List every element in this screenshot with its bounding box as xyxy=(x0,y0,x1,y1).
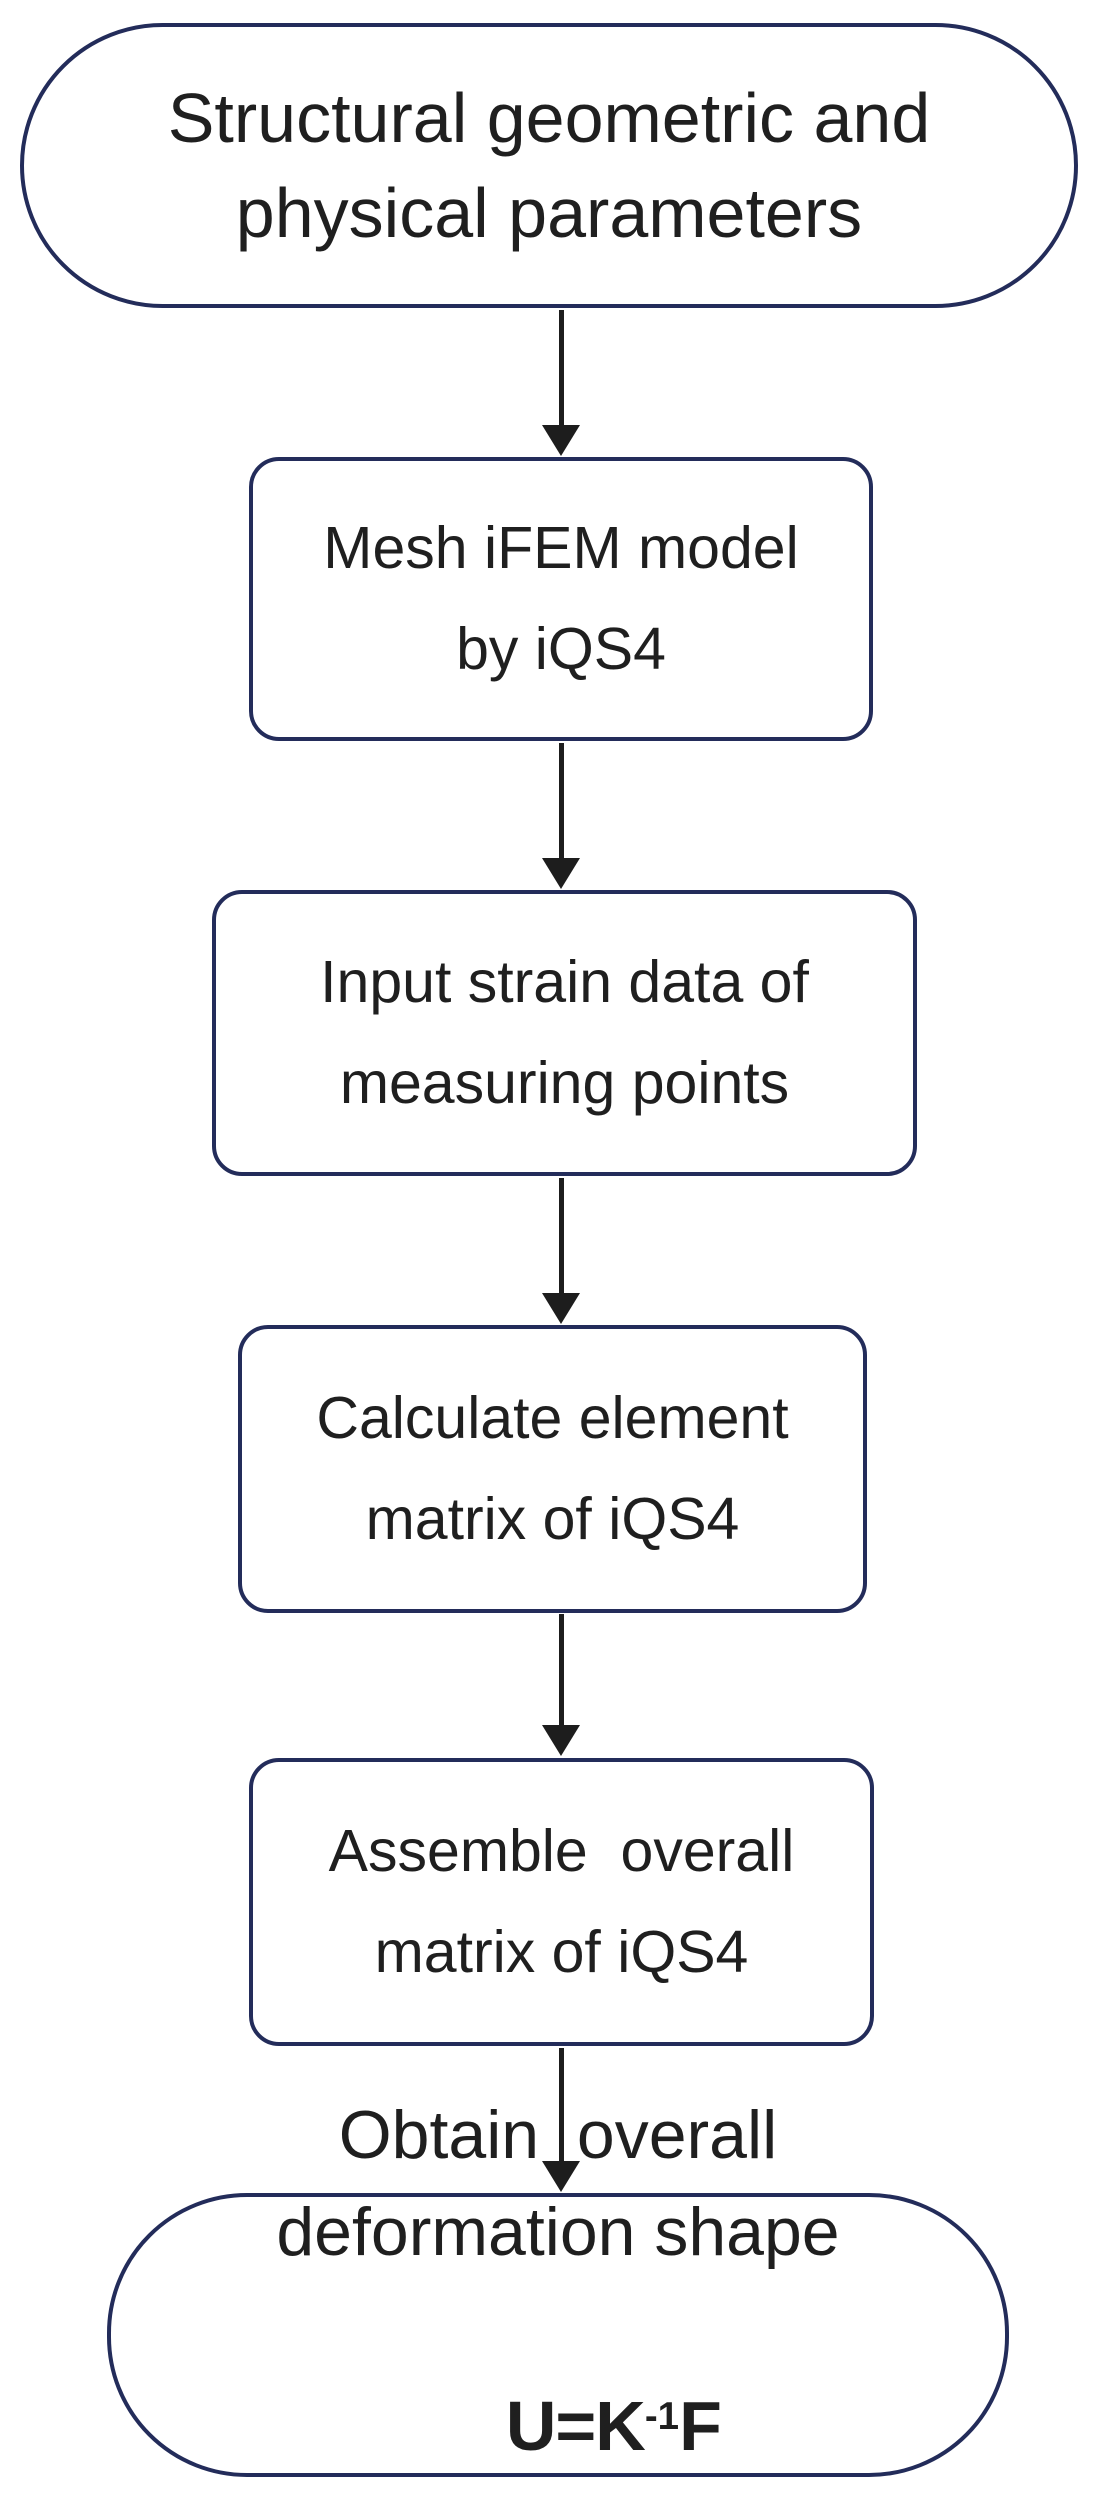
flowchart-node-mesh: Mesh iFEM model by iQS4 xyxy=(249,457,873,741)
arrow-down-icon xyxy=(542,1725,580,1756)
flowchart-node-end: Obtain overall deformation shape U=K-1F xyxy=(107,2097,1009,2477)
node-text-line: Structural geometric and xyxy=(167,78,931,157)
node-text-line: physical parameters xyxy=(235,173,863,252)
node-text-line: Mesh iFEM model xyxy=(323,515,799,581)
flowchart-node-calculate: Calculate element matrix of iQS4 xyxy=(238,1325,867,1613)
formula-suffix: F xyxy=(679,2387,722,2465)
node-text-line: Input strain data of xyxy=(320,949,809,1015)
deformation-formula: U=K-1F xyxy=(395,2281,722,2505)
arrow-stem xyxy=(558,1614,564,1725)
arrow-stem xyxy=(558,2048,564,2161)
node-text-line: matrix of iQS4 xyxy=(374,1919,749,1985)
flow-arrow-1 xyxy=(542,310,580,456)
node-text-line: matrix of iQS4 xyxy=(365,1486,740,1552)
flowchart-node-input: Input strain data of measuring points xyxy=(212,890,917,1176)
arrow-down-icon xyxy=(542,425,580,456)
arrow-stem xyxy=(558,1178,564,1293)
node-text-line: Calculate element xyxy=(316,1385,789,1451)
flow-arrow-4 xyxy=(542,1614,580,1756)
formula-superscript: -1 xyxy=(644,2394,680,2438)
arrow-down-icon xyxy=(542,2161,580,2192)
flowchart-node-assemble: Assemble overall matrix of iQS4 xyxy=(249,1758,874,2046)
node-text-line: Assemble overall xyxy=(328,1818,795,1884)
node-text-line: Obtain overall xyxy=(338,2097,778,2173)
node-text-line: by iQS4 xyxy=(456,616,666,682)
arrow-stem xyxy=(558,743,564,858)
flow-arrow-3 xyxy=(542,1178,580,1324)
arrow-stem xyxy=(558,310,564,425)
flow-arrow-2 xyxy=(542,743,580,889)
flowchart-node-start: Structural geometric and physical parame… xyxy=(20,23,1078,308)
node-text-line: deformation shape xyxy=(276,2194,840,2270)
arrow-down-icon xyxy=(542,858,580,889)
flow-arrow-5 xyxy=(542,2048,580,2192)
node-text-line: measuring points xyxy=(339,1050,790,1116)
formula-prefix: U=K xyxy=(505,2387,646,2465)
arrow-down-icon xyxy=(542,1293,580,1324)
